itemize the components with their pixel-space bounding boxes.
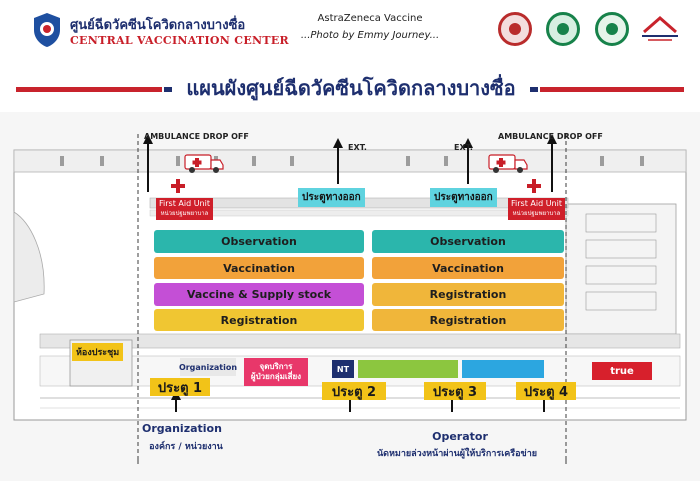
dtac-booth bbox=[462, 360, 544, 378]
zone-observation-right-label: Observation bbox=[430, 235, 506, 248]
zone-vaccine-supply-stock-label: Vaccine & Supply stock bbox=[186, 288, 332, 301]
first-aid-unit-right-label: First Aid Unit bbox=[511, 199, 562, 208]
zone-vaccination-right-label: Vaccination bbox=[432, 261, 504, 275]
operator-label: Operator bbox=[432, 430, 488, 443]
zone-vaccination-left: Vaccination bbox=[154, 257, 364, 279]
zone-vaccine-supply-stock: Vaccine & Supply stock bbox=[154, 283, 364, 306]
ambulance-left-icon bbox=[184, 154, 224, 173]
caption-vaccine: AstraZeneca Vaccine bbox=[317, 13, 423, 24]
ext-right-label: EXT. bbox=[454, 143, 473, 152]
title-band: แผนผังศูนย์ฉีดวัคซีนโควิดกลางบางซื่อ bbox=[0, 66, 700, 106]
gate-1: ประตู 1 bbox=[150, 378, 210, 396]
operator-thai-label: นัดหมายล่วงหน้าผ่านผู้ให้บริการเครือข่าย bbox=[376, 449, 538, 459]
ais-booth bbox=[358, 360, 458, 378]
ambulance-drop-off-left-label: AMBULANCE DROP OFF bbox=[144, 132, 249, 141]
gate-2: ประตู 2 bbox=[322, 382, 386, 400]
organization-label: Organization bbox=[142, 422, 222, 435]
exit-door-right: ประตูทางออก bbox=[430, 188, 497, 207]
logo-english-text: CENTRAL VACCINATION CENTER bbox=[70, 34, 289, 47]
first-aid-unit-right-thai: หน่วยปฐมพยาบาล bbox=[512, 210, 561, 217]
first-aid-unit-right: First Aid Unit หน่วยปฐมพยาบาล bbox=[508, 198, 565, 220]
zone-registration-right-upper-label: Registration bbox=[429, 288, 507, 301]
title-rule-accent-right bbox=[530, 87, 538, 92]
zone-observation-left-label: Observation bbox=[221, 235, 297, 248]
zone-vaccination-right: Vaccination bbox=[372, 257, 564, 279]
title-rule-accent-left bbox=[164, 87, 172, 92]
logo-thai-text: ศูนย์ฉีดวัคซีนโควิดกลางบางซื่อ bbox=[70, 18, 246, 33]
zone-registration-left-label: Registration bbox=[220, 313, 298, 327]
title-rule-right bbox=[540, 87, 684, 92]
exit-door-left: ประตูทางออก bbox=[298, 188, 365, 207]
zone-observation-right: Observation bbox=[372, 230, 564, 253]
zone-registration-right-upper: Registration bbox=[372, 283, 564, 306]
header: ศูนย์ฉีดวัคซีนโควิดกลางบางซื่อ CENTRAL V… bbox=[0, 0, 700, 62]
zone-registration-left: Registration bbox=[154, 309, 364, 331]
first-aid-unit-left-label: First Aid Unit bbox=[159, 199, 210, 208]
ambulance-drop-off-right-label: AMBULANCE DROP OFF bbox=[498, 132, 603, 141]
first-aid-cross-right-icon bbox=[527, 179, 541, 193]
vaccination-center-logo-icon bbox=[34, 13, 60, 47]
zone-registration-right-lower-label: Registration bbox=[429, 313, 507, 327]
gate-3: ประตู 3 bbox=[424, 382, 486, 400]
zone-observation-left: Observation bbox=[154, 230, 364, 253]
nt-booth: NT bbox=[332, 360, 354, 378]
health-ministry-seal-icon bbox=[546, 12, 580, 46]
first-aid-cross-left-icon bbox=[171, 179, 185, 193]
railway-logo-icon bbox=[642, 16, 678, 41]
zone-vaccination-left-label: Vaccination bbox=[223, 261, 295, 275]
medical-department-seal-icon bbox=[595, 12, 629, 46]
page-title: แผนผังศูนย์ฉีดวัคซีนโควิดกลางบางซื่อ bbox=[186, 76, 516, 100]
first-aid-unit-left: First Aid Unit หน่วยปฐมพยาบาล bbox=[156, 198, 213, 220]
first-aid-unit-left-thai: หน่วยปฐมพยาบาล bbox=[160, 210, 209, 217]
title-rule-left bbox=[16, 87, 162, 92]
organization-booth: Organization bbox=[179, 358, 237, 376]
gate-4: ประตู 4 bbox=[516, 382, 576, 400]
caption-photo-credit: ...Photo by Emmy Journey... bbox=[300, 30, 440, 41]
ambulance-right-icon bbox=[488, 154, 528, 173]
ministry-seal-icon bbox=[498, 12, 532, 46]
organization-thai-label: องค์กร / หน่วยงาน bbox=[149, 442, 223, 452]
ext-left-label: EXT. bbox=[348, 143, 367, 152]
meeting-room-label: ห้องประชุม bbox=[72, 343, 124, 361]
service-point-label: จุดบริการ bbox=[259, 362, 293, 371]
risk-group-service-point: จุดบริการ ผู้ป่วยกลุ่มเสี่ยง bbox=[244, 358, 308, 386]
zone-registration-right-lower: Registration bbox=[372, 309, 564, 331]
service-point-sub-label: ผู้ป่วยกลุ่มเสี่ยง bbox=[250, 372, 302, 381]
floor-plan: AMBULANCE DROP OFF AMBULANCE DROP OFF EX… bbox=[0, 112, 700, 481]
true-booth: true bbox=[592, 362, 652, 380]
